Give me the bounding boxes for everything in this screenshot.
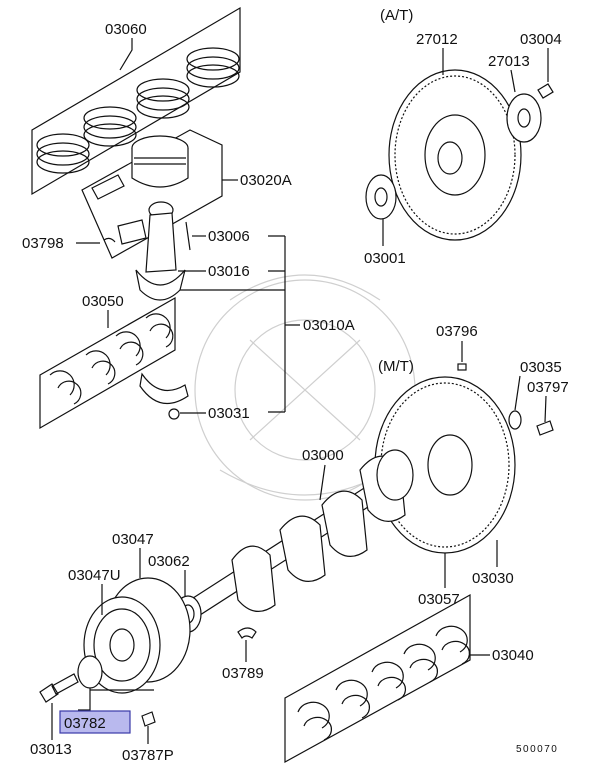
dowel-pin-part[interactable] [457,363,467,371]
label-03031: 03031 [208,405,250,422]
label-03798: 03798 [22,235,64,252]
spacer-plate-part[interactable] [365,174,397,220]
bolt-03797-part[interactable] [536,420,554,436]
diagram-code: 500070 [516,744,558,755]
label-03001: 03001 [364,250,406,267]
label-03004: 03004 [520,31,562,48]
label-03030: 03030 [472,570,514,587]
label-03040: 03040 [492,647,534,664]
rod-cap-part[interactable] [139,372,189,420]
pulley-washer-part[interactable] [77,655,103,689]
label-27013: 27013 [488,53,530,70]
label-03789: 03789 [222,665,264,682]
label-03787P: 03787P [122,747,174,764]
label-03796: 03796 [436,323,478,340]
label-03797: 03797 [527,379,569,396]
label-03782: 03782 [64,715,106,732]
label-03060: 03060 [105,21,147,38]
label-03006: 03006 [208,228,250,245]
label-03020A: 03020A [240,172,292,189]
bolt-03787P-part[interactable] [141,711,156,727]
label-03057: 03057 [418,591,460,608]
adapter-plate-part[interactable] [506,93,542,143]
woodruff-key-part[interactable] [237,627,257,639]
connecting-rod-part[interactable] [103,201,191,301]
bolt-03004-part[interactable] [537,83,554,99]
label-03050: 03050 [82,293,124,310]
piston-rings-part[interactable] [31,6,241,196]
pilot-bearing-part[interactable] [508,410,522,430]
label-03013: 03013 [30,741,72,758]
highlight-03782[interactable] [59,710,131,734]
label-at: (A/T) [380,7,413,24]
label-03047U: 03047U [68,567,121,584]
label-03010A: 03010A [303,317,355,334]
label-mt: (M/T) [378,358,414,375]
crankshaft-part[interactable] [189,449,414,616]
crank-pulley-part[interactable] [83,577,191,694]
label-03062: 03062 [148,553,190,570]
pulley-bolt-part[interactable] [39,673,79,703]
label-27012: 27012 [416,31,458,48]
piston-part[interactable] [81,129,223,259]
label-03000: 03000 [302,447,344,464]
main-bearings-part[interactable] [284,593,471,764]
rod-bearings-part[interactable] [39,296,176,430]
drive-plate-part[interactable] [388,69,522,241]
label-03035: 03035 [520,359,562,376]
label-03047: 03047 [112,531,154,548]
label-03016: 03016 [208,263,250,280]
